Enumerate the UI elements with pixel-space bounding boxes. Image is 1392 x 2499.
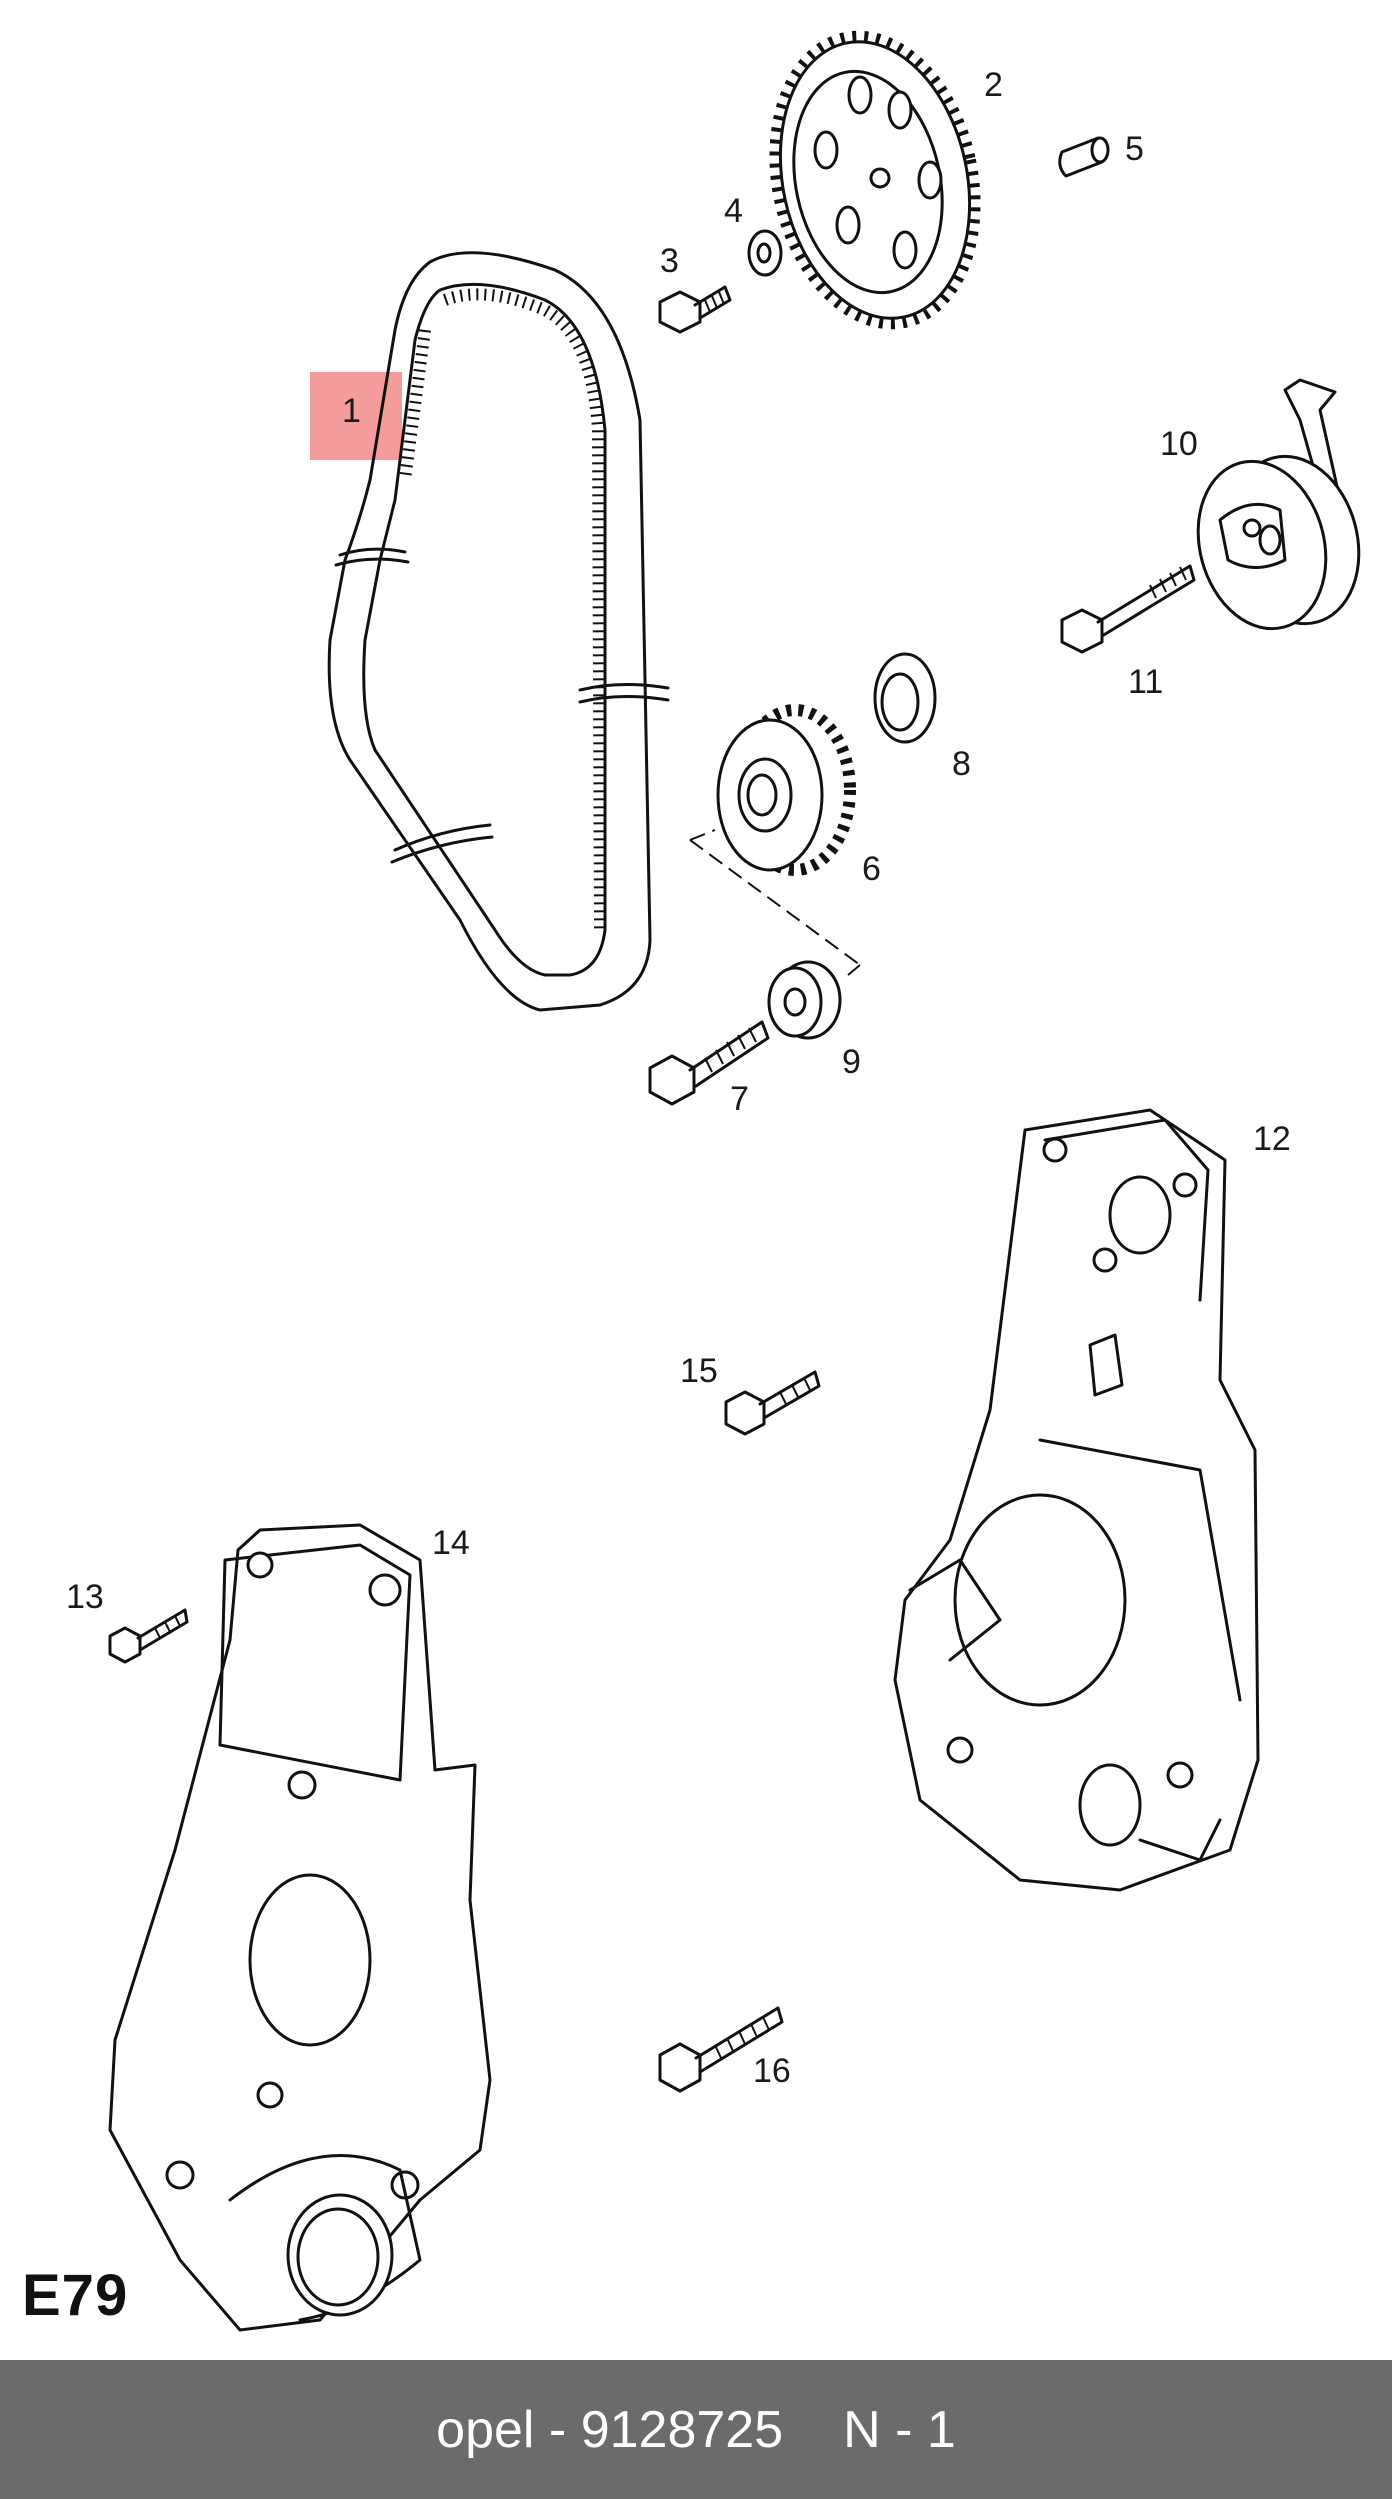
callout-6: 6 <box>862 850 881 888</box>
spacer-9-drawing <box>767 960 842 1040</box>
bolt-7-drawing <box>648 1020 770 1106</box>
part-info-footer: opel - 9128725 N - 1 <box>0 2360 1392 2499</box>
washer-4-drawing <box>747 229 783 277</box>
front-cover-drawing <box>108 1523 492 2332</box>
part-number: 9128725 <box>580 2400 784 2459</box>
bolt-3-drawing <box>658 285 732 334</box>
callout-15: 15 <box>680 1352 718 1390</box>
callout-5: 5 <box>1125 130 1144 168</box>
rear-cover-drawing <box>893 1108 1260 1892</box>
seal-8-drawing <box>873 652 937 744</box>
parts-diagram: 1 2 3 4 5 6 7 8 9 10 11 12 13 14 15 16 <box>66 30 1361 2332</box>
bolt-15-drawing <box>724 1370 821 1436</box>
callout-1: 1 <box>342 392 361 430</box>
callout-7: 7 <box>730 1080 749 1118</box>
dowel-pin-drawing <box>1058 136 1110 178</box>
timing-belt-drawing <box>327 251 670 1012</box>
callout-4: 4 <box>724 192 743 230</box>
callout-11: 11 <box>1128 663 1163 701</box>
callout-2: 2 <box>984 66 1003 104</box>
callout-3: 3 <box>660 242 679 280</box>
callout-10: 10 <box>1160 425 1198 463</box>
callout-8: 8 <box>952 745 971 783</box>
tensioner-pulley-drawing <box>1196 378 1361 631</box>
callout-13: 13 <box>66 1578 104 1616</box>
brand-name: opel <box>436 2400 535 2459</box>
callout-9: 9 <box>842 1043 861 1081</box>
callout-12: 12 <box>1253 1120 1291 1158</box>
brand-separator: - <box>534 2400 581 2459</box>
bolt-13-drawing <box>108 1608 189 1664</box>
camshaft-gear-drawing <box>769 30 981 330</box>
leader-line-6-9 <box>689 829 861 976</box>
diagram-code: E79 <box>22 2263 129 2328</box>
callout-14: 14 <box>432 1524 470 1562</box>
callout-16: 16 <box>753 2052 791 2090</box>
bolt-11-drawing <box>1060 564 1196 654</box>
bolt-16-drawing <box>658 2006 784 2093</box>
quantity-label: N - 1 <box>843 2400 956 2459</box>
crank-gear-drawing <box>716 704 856 876</box>
